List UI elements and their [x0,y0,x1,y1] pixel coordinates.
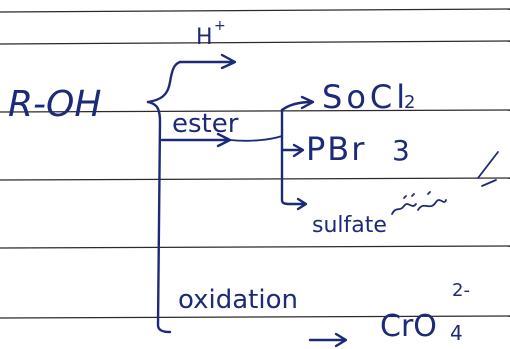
socl2-subscript: 2 [404,92,415,113]
sulfate-label: sulfate [312,213,387,238]
socl2-label: SoCl [322,78,409,116]
ruled-line [0,109,510,113]
persian-ester-note [391,191,447,215]
oxidation-arrow [308,332,348,348]
ruled-line [0,245,510,249]
sulfate-product: sulfate [312,191,447,238]
trunk-line [146,100,172,334]
socl2-arrow [280,95,315,112]
ruled-lines [0,8,510,319]
strike-mark [481,179,497,187]
acid-label-group: H + [196,18,226,50]
sulfate-arrow [288,197,308,211]
main-branch-line [146,60,182,104]
pbr3-subscript: 3 [392,134,410,167]
acid-superscript: + [214,18,226,34]
acid-label: H [196,25,213,50]
acid-arrow [178,53,237,70]
pbr3-product: PBr 3 [306,130,410,168]
ruled-line [0,315,510,319]
chromate-subscript: 4 [450,321,463,345]
strike-mark [477,151,499,179]
ruled-line [0,40,510,45]
ester-label: ester [172,109,239,139]
oxidation-product: CrO 4 2- [380,280,470,345]
pbr3-label: PBr [306,130,366,168]
ester-subtrunk [280,108,292,206]
ruled-line [0,177,510,181]
ester-connector [229,135,283,142]
chromate-label: CrO [380,309,437,344]
socl2-product: SoCl 2 [322,78,415,116]
ruled-line [0,8,510,13]
pbr3-arrow [280,143,305,158]
chromate-superscript: 2- [452,280,470,301]
oxidation-label: oxidation [178,285,298,315]
reactant-label: R-OH [8,84,101,125]
